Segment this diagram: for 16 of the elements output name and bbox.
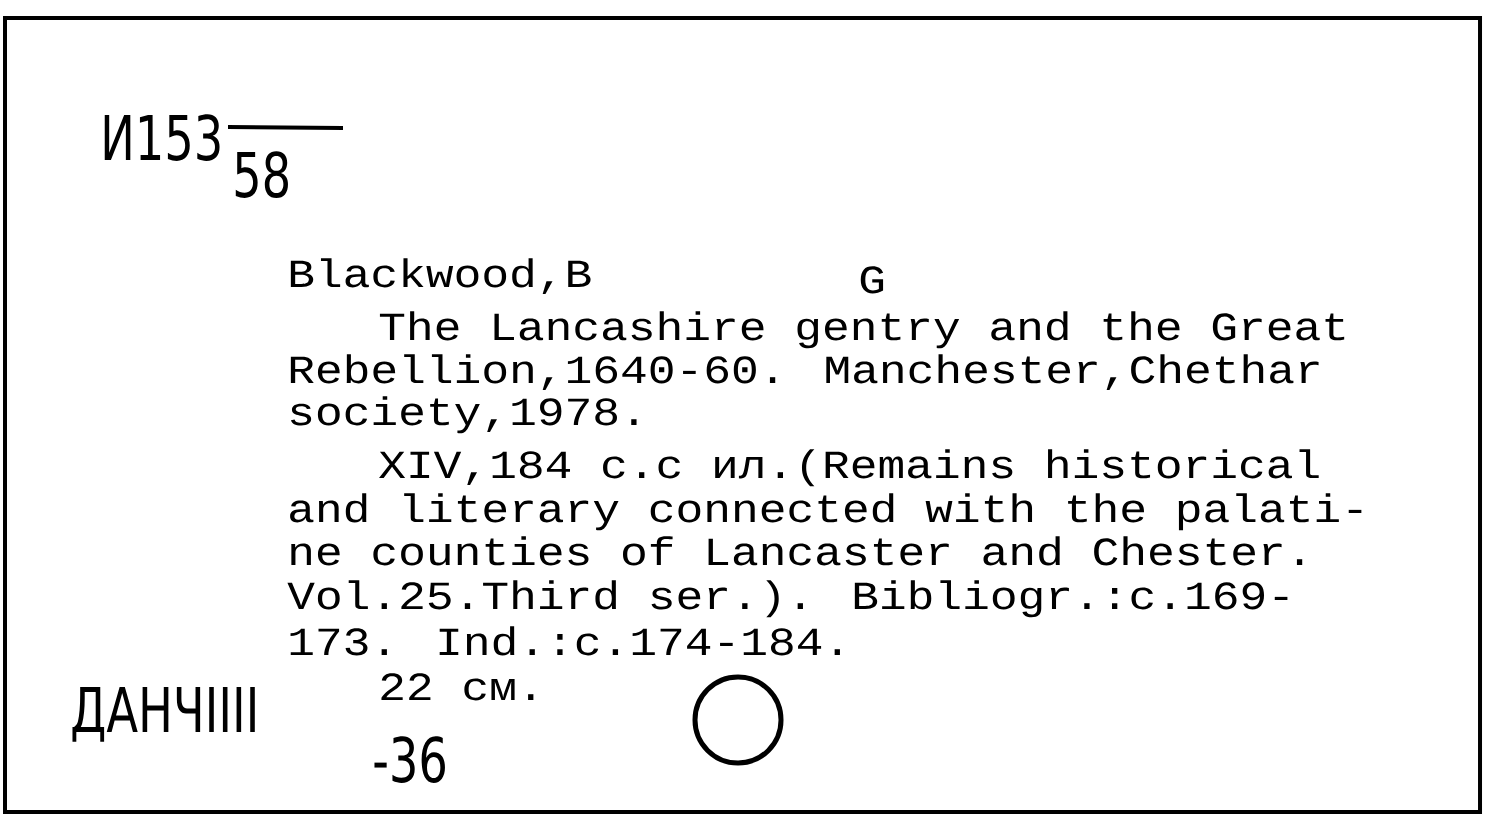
text-line: 22 см. (381, 673, 534, 701)
text-line: and literary connected with the palati- (290, 493, 1362, 531)
text-line: Rebellion,1640-60. Manchester,Chethar (290, 354, 1319, 391)
call-number: 58 (235, 151, 288, 198)
call-number: И153 (104, 114, 220, 161)
circle-mark (692, 674, 784, 766)
text-line: 173. Ind.:с.174-184. (290, 626, 840, 656)
author-line: Blackwood,B (290, 258, 591, 295)
text-line: The Lancashire gentry and the Great (379, 311, 1345, 349)
text-line: G (860, 266, 884, 294)
shelf-mark: ДАНЧIIII (72, 687, 255, 742)
text-line: Vol.25.Third ser.). Bibliogr.:с.169- (287, 580, 1288, 618)
text-line: XIV,184 с.с ил.(Remains historical (379, 449, 1319, 487)
text-line: society,1978. (290, 396, 637, 434)
shelf-mark: -36 (374, 736, 445, 783)
text-line: ne counties of Lancaster and Chester. (291, 536, 1303, 566)
